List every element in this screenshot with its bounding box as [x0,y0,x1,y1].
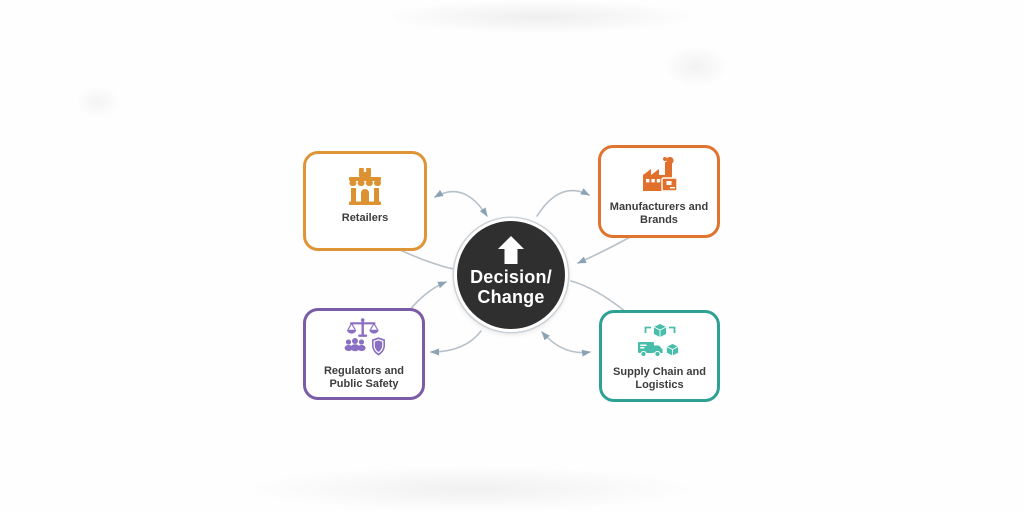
connector-supply-center-double [541,331,591,357]
node-decision-change: Decision/ Change [454,218,568,332]
center-node-label: Decision/ Change [470,267,552,307]
node-regulators-and-public-safety: Regulators and Public Safety [303,308,425,400]
node-label-regulators: Regulators and Public Safety [323,365,405,390]
connector-manufacturers-to-center [577,235,633,264]
truck-boxes-icon [637,323,679,358]
connector-center-to-regulators [430,330,482,356]
scales-people-shield-icon [344,318,385,356]
storefront-icon [349,168,381,205]
node-retailers: Retailers [303,151,427,251]
node-supply-chain-and-logistics: Supply Chain and Logistics [599,310,720,402]
factory-icon [643,156,678,192]
node-label-supply: Supply Chain and Logistics [613,366,706,391]
connector-center-supply-plain [570,280,627,313]
connector-retailers-center-double [434,189,488,217]
node-label-manufacturers: Manufacturers and Brands [609,201,709,226]
node-manufacturers-and-brands: Manufacturers and Brands [598,145,720,238]
connector-center-to-manufacturers [536,188,590,217]
node-label-retailers: Retailers [341,212,389,224]
arrow-up-icon [498,236,524,264]
